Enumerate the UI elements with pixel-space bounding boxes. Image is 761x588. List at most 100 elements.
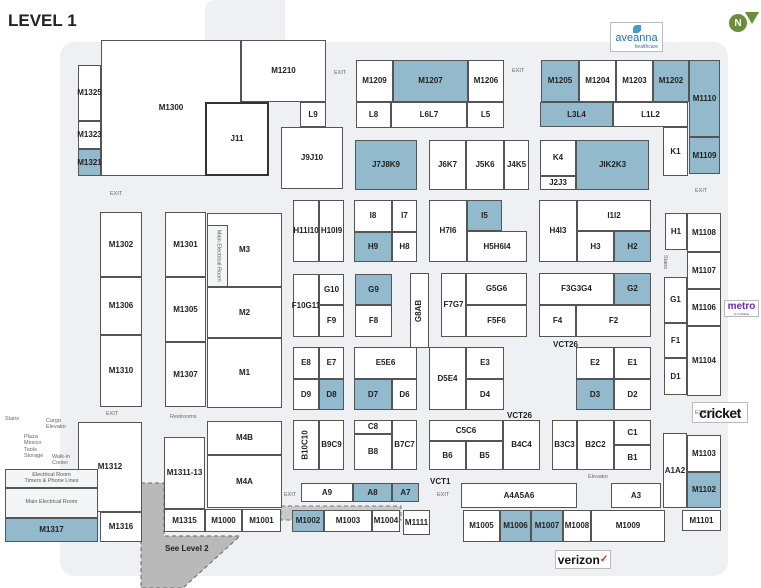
unit-m1110[interactable]: M1110 [689, 60, 720, 137]
unit-m1[interactable]: M1 [207, 338, 282, 408]
unit-b8[interactable]: B8 [354, 434, 392, 470]
unit-g10[interactable]: G10 [319, 274, 344, 305]
unit-m1001[interactable]: M1001 [242, 509, 281, 532]
unit-l6l7[interactable]: L6L7 [391, 102, 467, 128]
unit-c5c6[interactable]: C5C6 [429, 420, 503, 441]
unit-e2[interactable]: E2 [576, 347, 614, 379]
unit-electrical-room-timers-phone-lines[interactable]: Electrical Room Timers & Phone Lines [5, 469, 98, 488]
verizon-logo[interactable]: verizon ✓ [555, 550, 611, 569]
unit-m1000[interactable]: M1000 [205, 509, 242, 532]
unit-m1207[interactable]: M1207 [393, 60, 468, 102]
metro-logo[interactable]: metro by T-Mobile [724, 300, 759, 317]
unit-a7[interactable]: A7 [392, 483, 419, 502]
unit-m1311-13[interactable]: M1311-13 [164, 437, 205, 509]
unit-m2[interactable]: M2 [207, 287, 282, 338]
unit-e8[interactable]: E8 [293, 347, 319, 379]
unit-j7j8k9[interactable]: J7J8K9 [355, 140, 417, 190]
unit-m1301[interactable]: M1301 [165, 212, 206, 277]
unit-b10c10[interactable]: B10C10 [293, 420, 319, 470]
unit-m1310[interactable]: M1310 [100, 335, 142, 407]
unit-m1210[interactable]: M1210 [241, 40, 326, 102]
unit-m1306[interactable]: M1306 [100, 277, 142, 335]
unit-i1i2[interactable]: I1I2 [577, 200, 651, 231]
unit-m1315[interactable]: M1315 [164, 509, 205, 532]
unit-b5[interactable]: B5 [466, 441, 503, 470]
unit-m1203[interactable]: M1203 [616, 60, 653, 102]
unit-m1102[interactable]: M1102 [687, 472, 721, 508]
unit-f5f6[interactable]: F5F6 [466, 305, 527, 337]
unit-m1008[interactable]: M1008 [563, 510, 591, 542]
unit-m1204[interactable]: M1204 [579, 60, 616, 102]
unit-main-electrical-room[interactable]: Main Electrical Room [5, 488, 98, 518]
unit-l5[interactable]: L5 [467, 102, 504, 128]
unit-m1107[interactable]: M1107 [687, 252, 721, 289]
unit-m1325[interactable]: M1325 [77, 65, 102, 121]
unit-i8[interactable]: I8 [354, 200, 392, 232]
unit-m1317[interactable]: M1317 [5, 518, 98, 542]
unit-m1202[interactable]: M1202 [653, 60, 689, 102]
unit-m1209[interactable]: M1209 [356, 60, 393, 102]
unit-m1002[interactable]: M1002 [292, 510, 324, 532]
unit-f2[interactable]: F2 [576, 305, 651, 337]
unit-h9[interactable]: H9 [354, 232, 392, 262]
unit-f3g3g4[interactable]: F3G3G4 [539, 273, 614, 305]
unit-k4[interactable]: K4 [540, 140, 576, 176]
unit-d7[interactable]: D7 [354, 379, 392, 410]
unit-h5h6i4[interactable]: H5H6I4 [467, 231, 527, 262]
unit-l8[interactable]: L8 [356, 102, 391, 128]
unit-jik2k3[interactable]: JIK2K3 [576, 140, 649, 190]
unit-h2[interactable]: H2 [614, 231, 651, 262]
unit-g8ab[interactable]: G8AB [410, 273, 429, 348]
unit-m1307[interactable]: M1307 [165, 342, 206, 407]
unit-m1302[interactable]: M1302 [100, 212, 142, 277]
unit-m4a[interactable]: M4A [207, 455, 282, 508]
unit-h4i3[interactable]: H4I3 [539, 200, 577, 262]
unit-l3l4[interactable]: L3L4 [540, 102, 613, 127]
unit-m1007[interactable]: M1007 [531, 510, 563, 542]
unit-m1109[interactable]: M1109 [689, 137, 720, 174]
unit-h3[interactable]: H3 [577, 231, 614, 262]
unit-f9[interactable]: F9 [319, 305, 344, 337]
unit-h11i10[interactable]: H11I10 [293, 200, 319, 262]
unit-m4b[interactable]: M4B [207, 421, 282, 455]
unit-m1103[interactable]: M1103 [687, 435, 721, 472]
unit-e5e6[interactable]: E5E6 [354, 347, 417, 379]
unit-m1305[interactable]: M1305 [165, 277, 206, 342]
unit-m1003[interactable]: M1003 [324, 510, 372, 532]
unit-d2[interactable]: D2 [614, 379, 651, 410]
unit-m1004[interactable]: M1004 [372, 510, 400, 532]
unit-m1323[interactable]: M1323 [77, 121, 102, 149]
unit-f8[interactable]: F8 [355, 305, 392, 337]
unit-b1[interactable]: B1 [614, 445, 651, 470]
unit-j5k6[interactable]: J5K6 [466, 140, 504, 190]
unit-b7c7[interactable]: B7C7 [392, 420, 417, 470]
unit-i7[interactable]: I7 [392, 200, 417, 232]
unit-f1[interactable]: F1 [664, 323, 687, 358]
unit-d1[interactable]: D1 [664, 358, 687, 395]
unit-d9[interactable]: D9 [293, 379, 319, 410]
unit-a3[interactable]: A3 [611, 483, 661, 508]
unit-m1108[interactable]: M1108 [687, 213, 721, 252]
unit-f7g7[interactable]: F7G7 [441, 273, 466, 337]
unit-m1005[interactable]: M1005 [463, 510, 500, 542]
unit-j11[interactable]: J11 [205, 102, 269, 176]
unit-a8[interactable]: A8 [353, 483, 392, 502]
unit-c8[interactable]: C8 [354, 420, 392, 434]
unit-m1206[interactable]: M1206 [468, 60, 504, 102]
unit-d5e4[interactable]: D5E4 [429, 347, 466, 410]
unit-a4a5a6[interactable]: A4A5A6 [461, 483, 577, 508]
unit-e3[interactable]: E3 [466, 347, 504, 379]
unit-c1[interactable]: C1 [614, 420, 651, 445]
unit-d8[interactable]: D8 [319, 379, 344, 410]
unit-b2c2[interactable]: B2C2 [577, 420, 614, 470]
unit-m1104[interactable]: M1104 [687, 326, 721, 396]
unit-h7i6[interactable]: H7I6 [429, 200, 467, 262]
unit-main-electrical-room[interactable]: Main Electrical Room [207, 225, 228, 287]
unit-d6[interactable]: D6 [392, 379, 417, 410]
unit-m1205[interactable]: M1205 [541, 60, 579, 102]
aveanna-logo[interactable]: aveanna healthcare [610, 22, 663, 52]
unit-m1101[interactable]: M1101 [682, 510, 721, 531]
unit-j2j3[interactable]: J2J3 [540, 176, 576, 190]
unit-a1a2[interactable]: A1A2 [663, 433, 687, 508]
unit-b3c3[interactable]: B3C3 [552, 420, 577, 470]
